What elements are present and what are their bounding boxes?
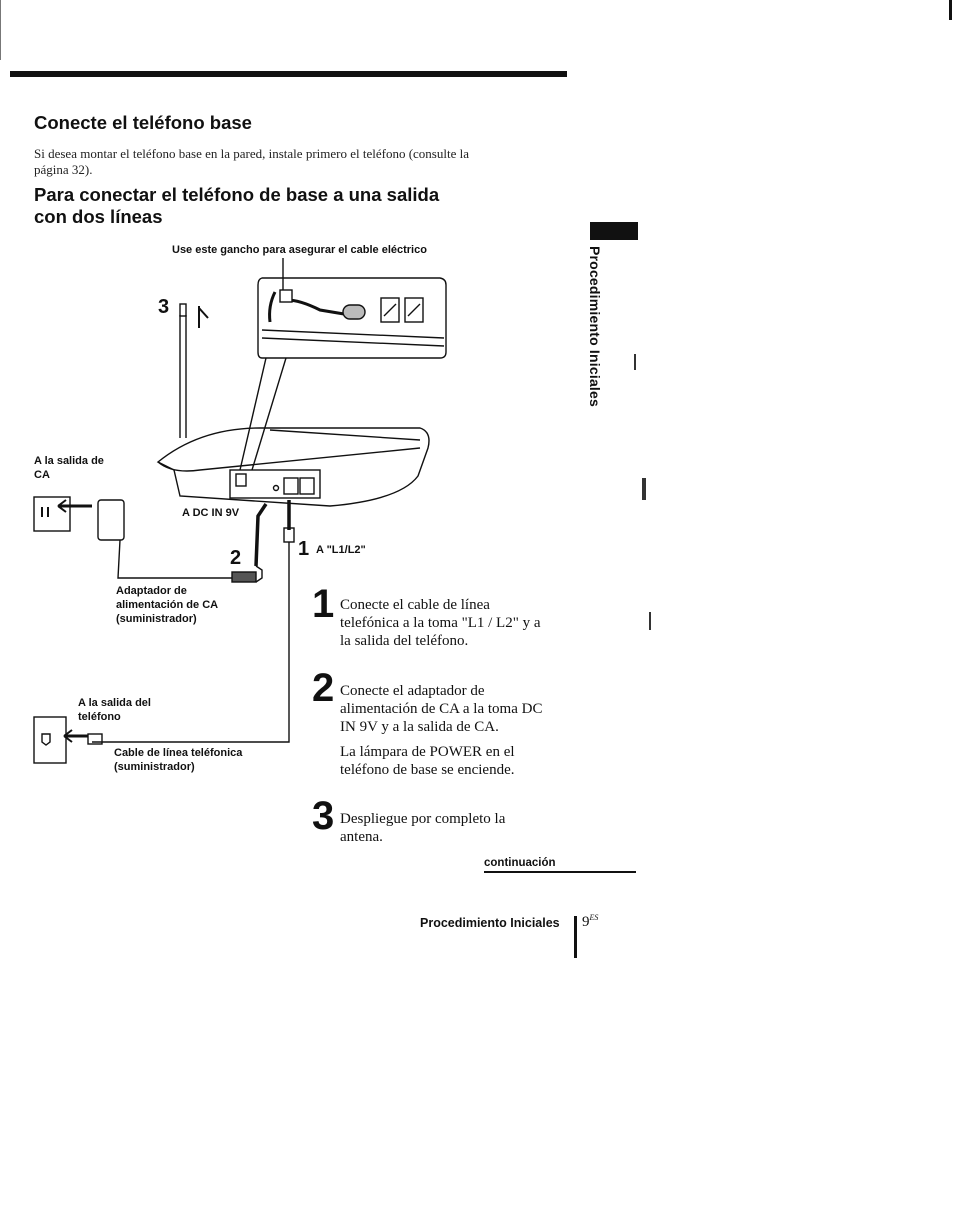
step-2-text: Conecte el adaptador de alimentación de …: [340, 683, 543, 735]
base-rear-panel: [229, 469, 321, 499]
margin-mark: [649, 612, 651, 630]
side-tab-label: Procedimiento Iniciales: [587, 246, 603, 407]
phone-plug-top: [283, 527, 295, 543]
cable-label: Cable de línea teléfonica (suministrador…: [114, 747, 243, 773]
page-number: 9ES: [582, 913, 599, 930]
callout-2: 2: [230, 547, 242, 569]
base-hook: [235, 473, 247, 487]
antenna-arrow: [198, 306, 209, 328]
antenna-tip: [179, 303, 187, 317]
page-edge-mark: [949, 0, 952, 20]
inset-jack-1: [380, 297, 400, 323]
step-3-number: 3: [312, 794, 335, 838]
phone-outlet-label: A la salida del teléfono: [78, 697, 151, 723]
adapter-plug: [231, 571, 257, 583]
page-suffix: ES: [589, 913, 599, 922]
step-1-text: Conecte el cable de línea telefónica a l…: [340, 597, 541, 649]
margin-mark: [642, 478, 646, 500]
section-top-rule: [10, 71, 567, 77]
phone-plug-bottom: [87, 733, 103, 745]
inset-jack-2: [404, 297, 424, 323]
dc-in-label: A DC IN 9V: [182, 507, 240, 519]
adapter-label: Adaptador de alimentación de CA (suminis…: [116, 585, 218, 625]
side-tab-marker: [590, 222, 638, 240]
ac-adapter: [97, 499, 125, 541]
base-jack-2: [299, 477, 315, 495]
phone-outlet-box: [33, 716, 67, 764]
subsection-heading: Para conectar el teléfono de base a una …: [34, 184, 440, 227]
step-1-number: 1: [312, 582, 335, 626]
page-edge-line: [0, 0, 1, 60]
step-2-number: 2: [312, 666, 335, 710]
inset-dc-plug: [342, 304, 366, 320]
l1l2-label: A "L1/L2": [316, 544, 366, 556]
step-2-note: La lámpara de POWER en el teléfono de ba…: [340, 744, 515, 778]
intro-paragraph: Si desea montar el teléfono base en la p…: [34, 146, 469, 177]
ac-outlet-label: A la salida de CA: [34, 455, 104, 481]
continuation-rule: [484, 871, 636, 873]
continuation-label: continuación: [484, 857, 556, 869]
section-heading: Conecte el teléfono base: [34, 112, 252, 133]
dc-in-jack: [272, 484, 280, 492]
footer-divider: [574, 916, 577, 958]
footer-section-name: Procedimiento Iniciales: [420, 916, 560, 930]
ac-outlet-box: [33, 496, 71, 532]
hook-label: Use este gancho para asegurar el cable e…: [172, 244, 427, 256]
base-unit-body: [156, 427, 430, 507]
inset-hook: [279, 289, 293, 303]
step-3-text: Despliegue por completo la antena.: [340, 811, 506, 845]
callout-1: 1: [298, 538, 310, 560]
callout-3: 3: [158, 296, 170, 318]
margin-mark: [634, 354, 636, 370]
base-jack-1: [283, 477, 299, 495]
dc-arrow: [254, 503, 268, 567]
inset-detail-box: [257, 277, 447, 359]
